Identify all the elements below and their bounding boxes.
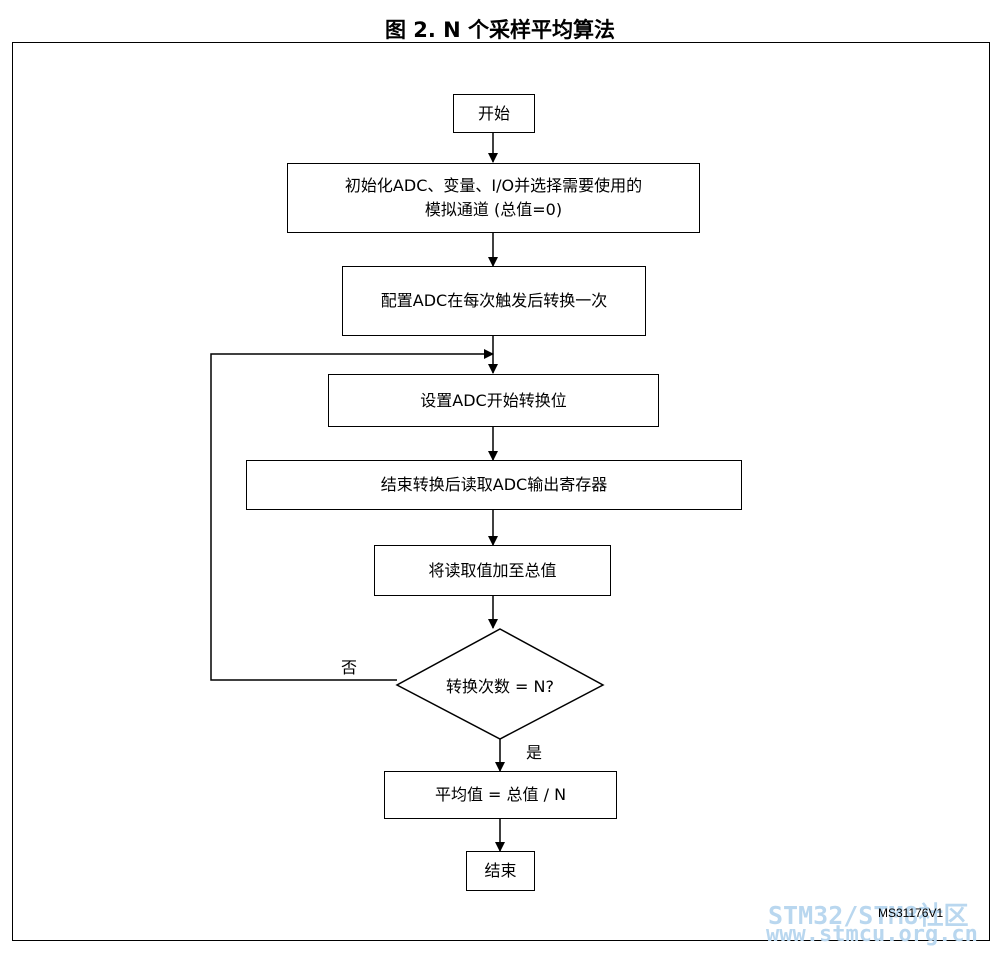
init-node-line1: 初始化ADC、变量、I/O并选择需要使用的 bbox=[344, 176, 643, 195]
no-branch-label: 否 bbox=[341, 658, 358, 677]
average-node: 平均值 = 总值 / N bbox=[384, 771, 617, 819]
watermark-line2: www.stmcu.org.cn bbox=[766, 922, 978, 947]
config-node: 配置ADC在每次触发后转换一次 bbox=[342, 266, 646, 336]
yes-branch-label: 是 bbox=[526, 743, 543, 762]
accumulate-node: 将读取值加至总值 bbox=[374, 545, 611, 596]
decision-diamond bbox=[395, 628, 605, 740]
init-node: 初始化ADC、变量、I/O并选择需要使用的 模拟通道 (总值=0) bbox=[287, 163, 700, 233]
set-start-node: 设置ADC开始转换位 bbox=[328, 374, 659, 427]
decision-label: 转换次数 = N? bbox=[445, 677, 555, 696]
read-register-node: 结束转换后读取ADC输出寄存器 bbox=[246, 460, 742, 510]
figure-title: 图 2. N 个采样平均算法 bbox=[384, 18, 616, 42]
start-node: 开始 bbox=[453, 94, 535, 133]
figure-id: MS31176V1 bbox=[878, 906, 944, 920]
watermark-line1: STM32/STM8社区 bbox=[768, 901, 969, 930]
end-node: 结束 bbox=[466, 851, 535, 891]
figure-frame bbox=[12, 42, 990, 941]
init-node-line2: 模拟通道 (总值=0) bbox=[424, 200, 563, 219]
loop-back-no-path bbox=[210, 349, 494, 681]
